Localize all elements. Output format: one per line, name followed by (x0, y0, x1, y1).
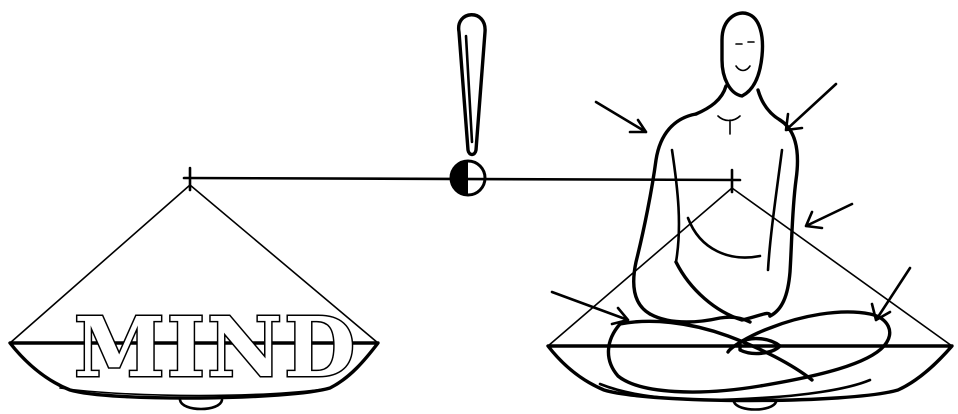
arrow-icon (552, 292, 628, 324)
arrow-icon (596, 102, 646, 132)
arrow-icon (786, 84, 836, 130)
arrow-icon (806, 204, 852, 228)
pan-word-label: MIND (74, 300, 357, 396)
exclamation-mark-icon (459, 15, 485, 155)
